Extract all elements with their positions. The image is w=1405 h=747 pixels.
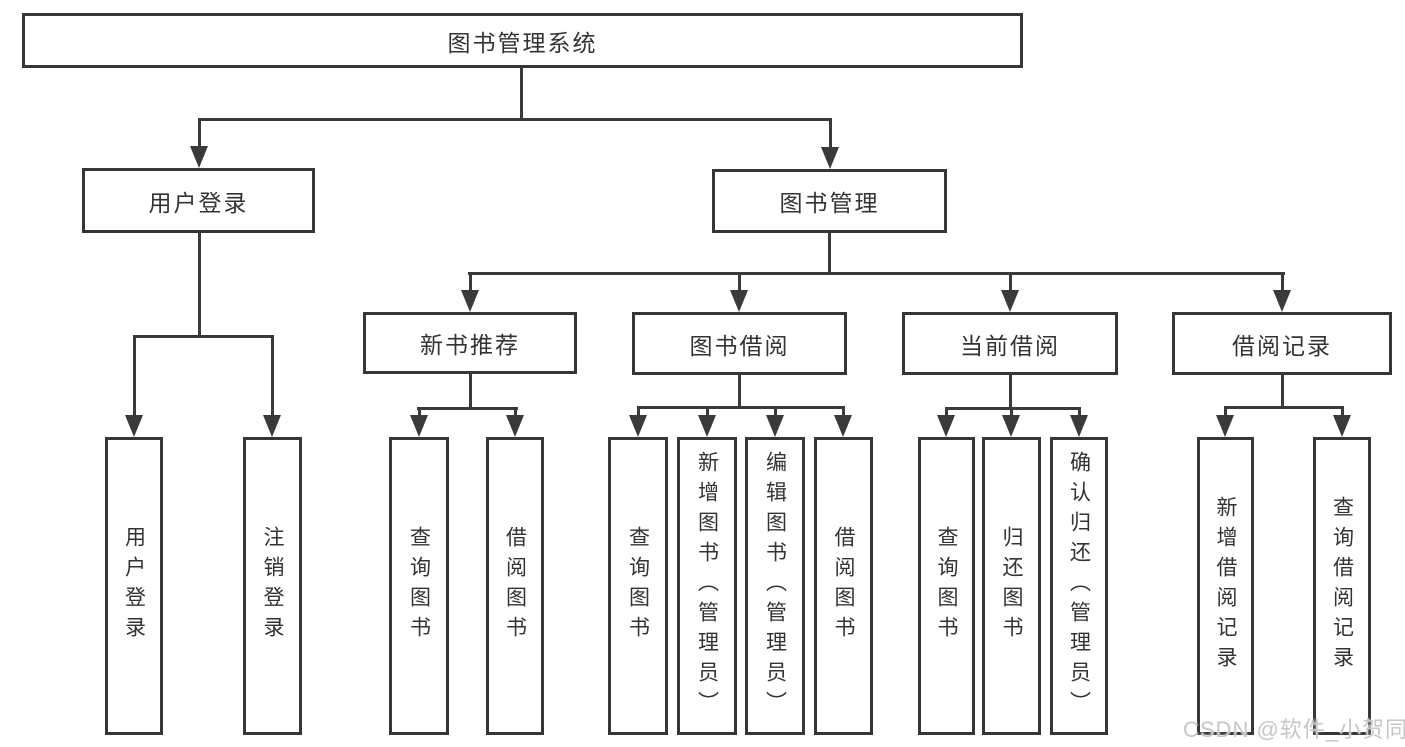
connector-line <box>1009 372 1012 410</box>
connector-line <box>520 67 523 120</box>
leaf-newbook-borrow-label: 借阅图书 <box>503 526 527 646</box>
connector-line <box>418 407 421 417</box>
arrow-down-icon <box>1216 415 1234 437</box>
connector-line <box>198 118 832 121</box>
connector-line <box>637 406 845 409</box>
leaf-borrow-add-label: 新增图书（管理员） <box>695 451 719 721</box>
node-new-book: 新书推荐 <box>363 312 577 374</box>
leaf-current-query-label: 查询图书 <box>935 526 958 646</box>
node-new-book-label: 新书推荐 <box>420 332 520 358</box>
connector-line <box>469 371 472 410</box>
node-borrow-records-label: 借阅记录 <box>1232 332 1332 359</box>
arrow-down-icon <box>1273 290 1291 312</box>
connector-line <box>774 406 777 417</box>
connector-line <box>271 335 274 417</box>
leaf-records-query-label: 查询借阅记录 <box>1330 496 1354 676</box>
arrow-down-icon <box>506 415 524 437</box>
leaf-user-login: 用户登录 <box>105 437 163 735</box>
node-root: 图书管理系统 <box>22 13 1023 68</box>
node-borrow-records: 借阅记录 <box>1172 312 1392 375</box>
leaf-records-add-label: 新增借阅记录 <box>1214 496 1237 676</box>
arrow-down-icon <box>821 147 839 169</box>
connector-line <box>1281 372 1284 409</box>
leaf-current-return: 归还图书 <box>982 437 1041 735</box>
connector-line <box>469 272 472 292</box>
arrow-down-icon <box>1001 290 1019 312</box>
arrow-down-icon <box>1333 415 1351 437</box>
connector-line <box>945 407 1081 410</box>
arrow-down-icon <box>1002 415 1020 437</box>
connector-line <box>829 118 832 149</box>
leaf-records-add: 新增借阅记录 <box>1197 437 1254 735</box>
node-user-login-label: 用户登录 <box>148 189 249 216</box>
leaf-newbook-query: 查询图书 <box>389 437 449 735</box>
arrow-down-icon <box>698 415 716 437</box>
connector-line <box>198 230 201 338</box>
connector-line <box>1009 272 1012 292</box>
leaf-newbook-borrow: 借阅图书 <box>486 437 544 735</box>
leaf-logout: 注销登录 <box>243 437 302 735</box>
arrow-down-icon <box>461 290 479 312</box>
node-book-mgmt: 图书管理 <box>712 169 947 233</box>
leaf-borrow-query-label: 查询图书 <box>626 526 650 646</box>
leaf-borrow-borrow-label: 借阅图书 <box>832 526 855 646</box>
leaf-logout-label: 注销登录 <box>261 526 284 646</box>
node-user-login: 用户登录 <box>82 168 315 233</box>
connector-line <box>1224 406 1344 409</box>
connector-line <box>468 272 1285 275</box>
connector-line <box>1224 406 1227 417</box>
leaf-current-return-label: 归还图书 <box>1000 526 1023 646</box>
connector-line <box>514 407 517 417</box>
node-current-borrow-label: 当前借阅 <box>960 332 1060 359</box>
leaf-current-confirm-label: 确认归还（管理员） <box>1067 451 1091 721</box>
arrow-down-icon <box>766 415 784 437</box>
leaf-current-query: 查询图书 <box>918 437 975 735</box>
node-book-mgmt-label: 图书管理 <box>779 190 880 216</box>
connector-line <box>738 272 741 292</box>
arrow-down-icon <box>125 415 143 437</box>
connector-line <box>828 230 831 275</box>
leaf-records-query: 查询借阅记录 <box>1313 437 1371 735</box>
leaf-borrow-edit-label: 编辑图书（管理员） <box>763 451 787 721</box>
connector-line <box>417 407 518 410</box>
connector-line <box>1281 272 1284 292</box>
connector-line <box>1341 406 1344 417</box>
connector-line <box>1078 407 1081 417</box>
connector-line <box>198 118 201 148</box>
node-book-borrow: 图书借阅 <box>632 312 847 375</box>
arrow-down-icon <box>730 290 748 312</box>
arrow-down-icon <box>1070 415 1088 437</box>
leaf-borrow-edit: 编辑图书（管理员） <box>745 437 805 735</box>
arrow-down-icon <box>629 415 647 437</box>
leaf-borrow-query: 查询图书 <box>608 437 668 735</box>
leaf-current-confirm: 确认归还（管理员） <box>1050 437 1108 735</box>
connector-line <box>1010 407 1013 417</box>
connector-line <box>842 406 845 417</box>
node-current-borrow: 当前借阅 <box>902 312 1118 375</box>
connector-line <box>133 335 274 338</box>
connector-line <box>133 335 136 417</box>
connector-line <box>945 407 948 417</box>
connector-line <box>706 406 709 417</box>
arrow-down-icon <box>263 415 281 437</box>
leaf-borrow-add: 新增图书（管理员） <box>677 437 737 735</box>
leaf-user-login-label: 用户登录 <box>122 526 146 646</box>
leaf-borrow-borrow: 借阅图书 <box>814 437 873 735</box>
arrow-down-icon <box>834 415 852 437</box>
connector-line <box>637 406 640 417</box>
leaf-newbook-query-label: 查询图书 <box>407 526 431 646</box>
arrow-down-icon <box>190 146 208 168</box>
connector-line <box>738 372 741 409</box>
arrow-down-icon <box>410 415 428 437</box>
node-book-borrow-label: 图书借阅 <box>689 332 790 359</box>
watermark: CSDN @软件_小贺同学 <box>1183 717 1405 742</box>
arrow-down-icon <box>937 415 955 437</box>
node-root-label: 图书管理系统 <box>447 29 598 56</box>
